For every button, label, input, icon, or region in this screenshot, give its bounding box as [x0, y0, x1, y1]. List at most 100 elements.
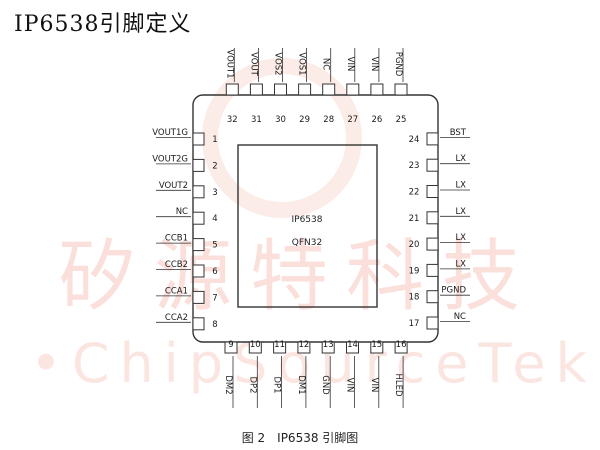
pin-number: 25: [396, 115, 407, 125]
pin-number: 32: [227, 115, 238, 125]
pin-number: 6: [212, 267, 217, 277]
pin-pad: [426, 158, 439, 172]
pin-name: VIN: [369, 57, 379, 72]
pin-number: 5: [212, 241, 217, 251]
pin-number: 30: [275, 115, 286, 125]
pin-number: 9: [228, 340, 233, 350]
pin-name: CCB2: [165, 260, 188, 270]
pin-number: 12: [298, 340, 309, 350]
pin-pad: [370, 341, 384, 354]
pin-pad: [297, 341, 311, 354]
pin-name: GND: [320, 375, 330, 395]
pin-number: 15: [371, 340, 382, 350]
pin-number: 29: [299, 115, 310, 125]
pin-name: CCB1: [165, 234, 188, 244]
pin-pad: [192, 238, 205, 252]
pin-name: HLED: [393, 373, 403, 396]
pin-name: CCA2: [165, 313, 188, 323]
pin-pad: [192, 132, 205, 146]
pin-name: VOUT2: [159, 181, 188, 191]
pin-number: 8: [212, 320, 217, 330]
pin-number: 27: [347, 115, 358, 125]
pin-pad: [298, 83, 312, 96]
pin-name: DM1: [296, 375, 306, 394]
pin-name: VOUT1G: [152, 128, 188, 138]
pin-name: LX: [455, 207, 466, 217]
chip-package: QFN32: [292, 238, 322, 248]
pin-number: 21: [409, 214, 420, 224]
pin-name: BST: [450, 128, 467, 138]
pin-group: VOUT1G1VOUT2G2VOUT23NC4CCB15CCB26CCA17CC…: [152, 48, 470, 408]
pin-name: NC: [321, 58, 331, 70]
pin-name: NC: [176, 207, 188, 217]
pin-name: VOS2: [273, 52, 283, 75]
exposed-pad: [237, 144, 378, 308]
pin-number: 19: [409, 266, 420, 276]
pin-name: CCA1: [165, 286, 188, 296]
pin-pad: [192, 211, 205, 225]
pin-number: 31: [251, 115, 262, 125]
pin-number: 13: [323, 340, 334, 350]
pin-pad: [394, 341, 408, 354]
pin-name: VOS1: [297, 52, 307, 75]
pin-number: 7: [212, 293, 217, 303]
pin-pad: [394, 83, 408, 96]
pin-number: 16: [396, 340, 407, 350]
pin-number: 18: [409, 293, 420, 303]
pin-pad: [224, 341, 238, 354]
pin-pad: [426, 185, 439, 198]
pin-pad: [249, 83, 263, 96]
pin-pad: [346, 83, 360, 96]
pin-name: DM2: [223, 375, 233, 394]
pin-pad: [273, 341, 287, 354]
pin-pad: [370, 83, 384, 96]
pin-number: 22: [409, 188, 420, 198]
pin-number: 11: [274, 340, 285, 350]
pin-name: PGND: [393, 52, 403, 77]
pin-pad: [192, 317, 205, 331]
page-heading: IP6538引脚定义: [14, 12, 192, 37]
pin-pad: [346, 341, 359, 354]
pin-name: LX: [455, 233, 466, 243]
pin-number: 14: [347, 340, 358, 350]
pin-pad: [322, 83, 336, 96]
figure-caption: 图 2 IP6538 引脚图: [241, 431, 359, 445]
pin-pad: [225, 83, 239, 96]
pin-number: 17: [409, 319, 420, 329]
pin-number: 26: [371, 115, 382, 125]
pin-name: VOUT1: [224, 49, 234, 78]
pin-number: 23: [409, 161, 420, 171]
pin-name: VIN: [345, 57, 355, 72]
pin-number: 4: [212, 214, 217, 224]
pin-pad: [192, 290, 205, 304]
pin-number: 20: [409, 240, 420, 250]
pin-pad: [274, 83, 287, 96]
pin-name: VOUT2G: [152, 154, 188, 164]
pin-pad: [248, 341, 262, 354]
pin-number: 28: [323, 115, 334, 125]
pin-name: NC: [454, 312, 466, 322]
pin-name: DP2: [247, 376, 257, 393]
pin-number: 24: [409, 135, 420, 145]
pin-number: 2: [212, 161, 217, 171]
pin-pad: [426, 290, 439, 304]
pin-pad: [192, 158, 205, 172]
pin-name: PGND: [441, 286, 466, 296]
pin-name: LX: [455, 154, 466, 164]
pin-name: VOUT: [248, 52, 258, 77]
pin-name: DP1: [272, 376, 282, 393]
pin-pad: [321, 341, 335, 354]
pin-pad: [426, 263, 439, 277]
pin-pad: [426, 316, 439, 330]
pin-name: VIN: [345, 378, 355, 393]
pin-name: LX: [455, 259, 466, 269]
pin-pad: [192, 185, 205, 199]
pin-pad: [426, 132, 439, 146]
chip-name: IP6538: [292, 215, 323, 225]
pin-number: 10: [250, 340, 261, 350]
pin-number: 3: [212, 188, 217, 198]
pin-number: 1: [212, 135, 217, 145]
pin-pad: [192, 264, 205, 278]
pin-name: VIN: [369, 378, 379, 393]
